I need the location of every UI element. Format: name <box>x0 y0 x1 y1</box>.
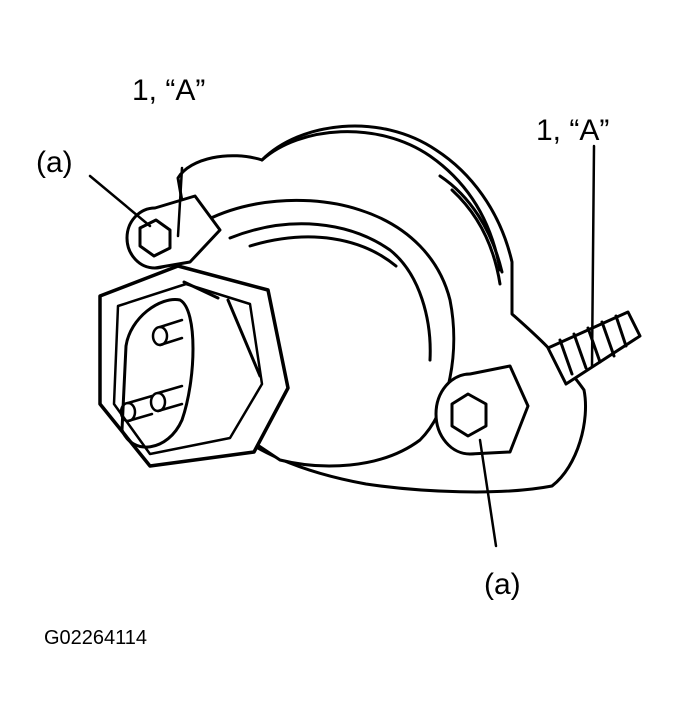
body-groove <box>248 235 398 268</box>
upper-bolt <box>88 166 222 270</box>
hex-connector <box>98 264 290 468</box>
connector-socket <box>120 298 195 449</box>
body-ring <box>228 222 432 362</box>
flange-rim <box>438 174 504 286</box>
threaded-stud <box>546 144 642 386</box>
callout-top-1a: 1, “A” <box>132 74 206 107</box>
lower-bolt <box>434 364 530 548</box>
connector-pins <box>119 318 184 423</box>
callout-bottom-a: (a) <box>484 568 521 601</box>
callout-top-left-a: (a) <box>36 146 73 179</box>
figure-id: G02264114 <box>44 627 148 649</box>
flange-edge <box>260 130 502 272</box>
callout-right-1a: 1, “A” <box>536 114 610 147</box>
